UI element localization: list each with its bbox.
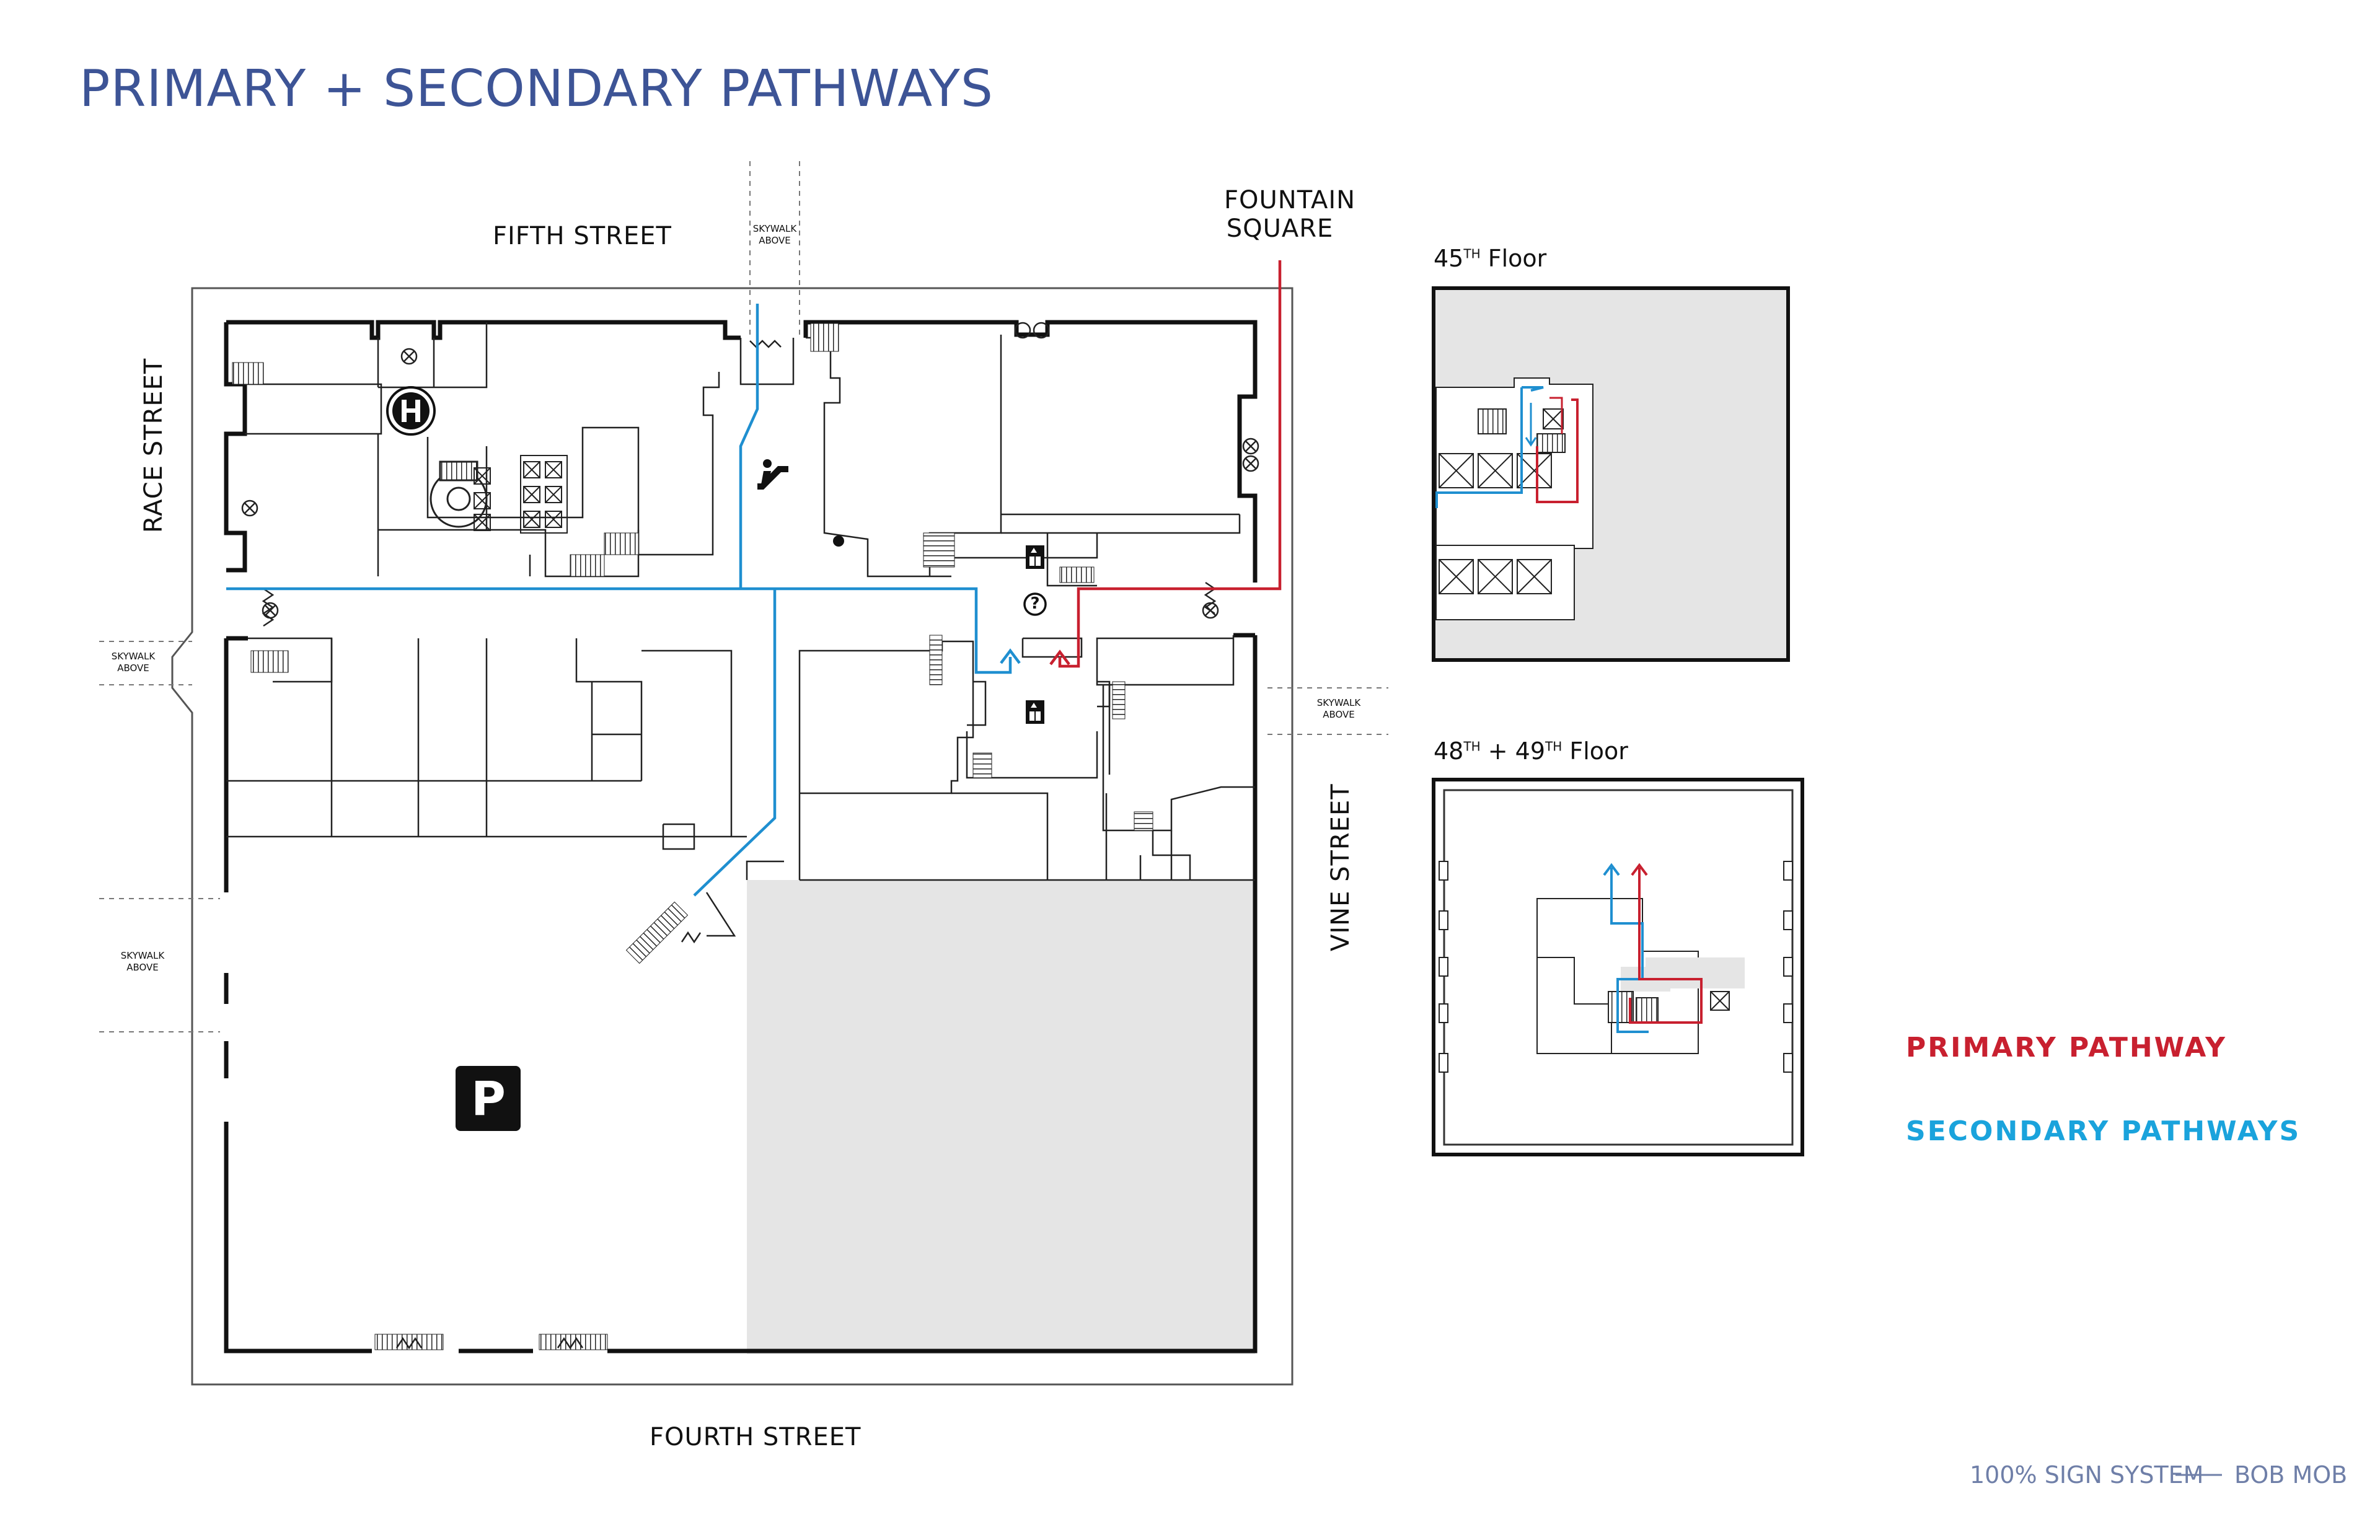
skywalk-line1: SKYWALK xyxy=(752,223,797,234)
fountain-line1: FOUNTAIN xyxy=(1224,186,1356,214)
interior-rooms xyxy=(226,322,1255,937)
skywalk-line2: ABOVE xyxy=(126,962,159,973)
skywalk-line2: ABOVE xyxy=(117,662,149,674)
legend-secondary-pathways: SECONDARY PATHWAYS xyxy=(1906,1115,2301,1147)
footer-sign-system: 100% SIGN SYSTEM xyxy=(1970,1461,2204,1489)
floor-48-49-word: Floor xyxy=(1569,737,1628,765)
fountain-line2: SQUARE xyxy=(1226,214,1334,243)
floor-45-suffix: TH xyxy=(1463,246,1481,262)
escalator-icon xyxy=(757,459,788,490)
info-symbol: ? xyxy=(1030,594,1040,613)
skywalk-label-left-upper: SKYWALK ABOVE xyxy=(102,651,164,674)
skywalk-label-top: SKYWALK ABOVE xyxy=(747,223,803,247)
parking-icon xyxy=(456,1066,521,1131)
elevator-icon xyxy=(1026,545,1044,724)
info-icon xyxy=(1023,592,1047,616)
revolving-door-icon xyxy=(241,322,1259,619)
skywalk-line1: SKYWALK xyxy=(120,950,165,961)
property-boundary xyxy=(171,287,1294,1386)
skywalk-label-right: SKYWALK ABOVE xyxy=(1308,697,1370,721)
legend-primary-pathway: PRIMARY PATHWAY xyxy=(1906,1032,2227,1063)
skywalk-line2: ABOVE xyxy=(1323,709,1355,720)
floor-48-49-label: 48TH + 49TH Floor xyxy=(1434,737,1628,765)
race-street-label: RACE STREET xyxy=(139,358,168,533)
building-walls xyxy=(224,320,1258,1353)
skywalk-line2: ABOVE xyxy=(759,235,791,246)
fourth-street-label: FOURTH STREET xyxy=(650,1423,862,1451)
floor-49-suffix: TH xyxy=(1545,739,1562,754)
floor-48-number: 48 xyxy=(1434,737,1464,765)
skywalk-label-left-lower: SKYWALK ABOVE xyxy=(112,950,174,974)
vine-street-label: VINE STREET xyxy=(1326,783,1355,951)
page-title: PRIMARY + SECONDARY PATHWAYS xyxy=(79,59,994,118)
inset-48-49-floor xyxy=(1432,778,1804,1156)
footer-author: BOB MOB xyxy=(2234,1461,2348,1489)
floor-45-number: 45 xyxy=(1434,245,1464,272)
stair-icon xyxy=(232,323,1153,1350)
primary-pathway xyxy=(1049,260,1282,668)
floor-45-label: 45TH Floor xyxy=(1434,245,1546,272)
floor-49-number: 49 xyxy=(1515,737,1546,765)
skywalk-line1: SKYWALK xyxy=(1316,697,1361,708)
fifth-street-label: FIFTH STREET xyxy=(493,222,672,250)
floor-48-suffix: TH xyxy=(1463,739,1481,754)
fountain-square-label: FOUNTAIN SQUARE xyxy=(1224,186,1356,243)
floor-45-word: Floor xyxy=(1488,245,1547,272)
hilton-logo-icon xyxy=(386,386,436,436)
location-dot xyxy=(833,535,844,547)
shaded-area xyxy=(747,880,1255,1354)
floor-plus: + xyxy=(1488,737,1508,765)
skywalk-line1: SKYWALK xyxy=(111,651,156,662)
elevator-bank xyxy=(474,455,568,534)
secondary-pathway xyxy=(226,304,1021,897)
parking-symbol: P xyxy=(471,1071,506,1126)
inset-45th-floor xyxy=(1432,286,1790,662)
spiral-stair-icon xyxy=(430,460,488,528)
skywalk-lines xyxy=(99,161,1388,1032)
